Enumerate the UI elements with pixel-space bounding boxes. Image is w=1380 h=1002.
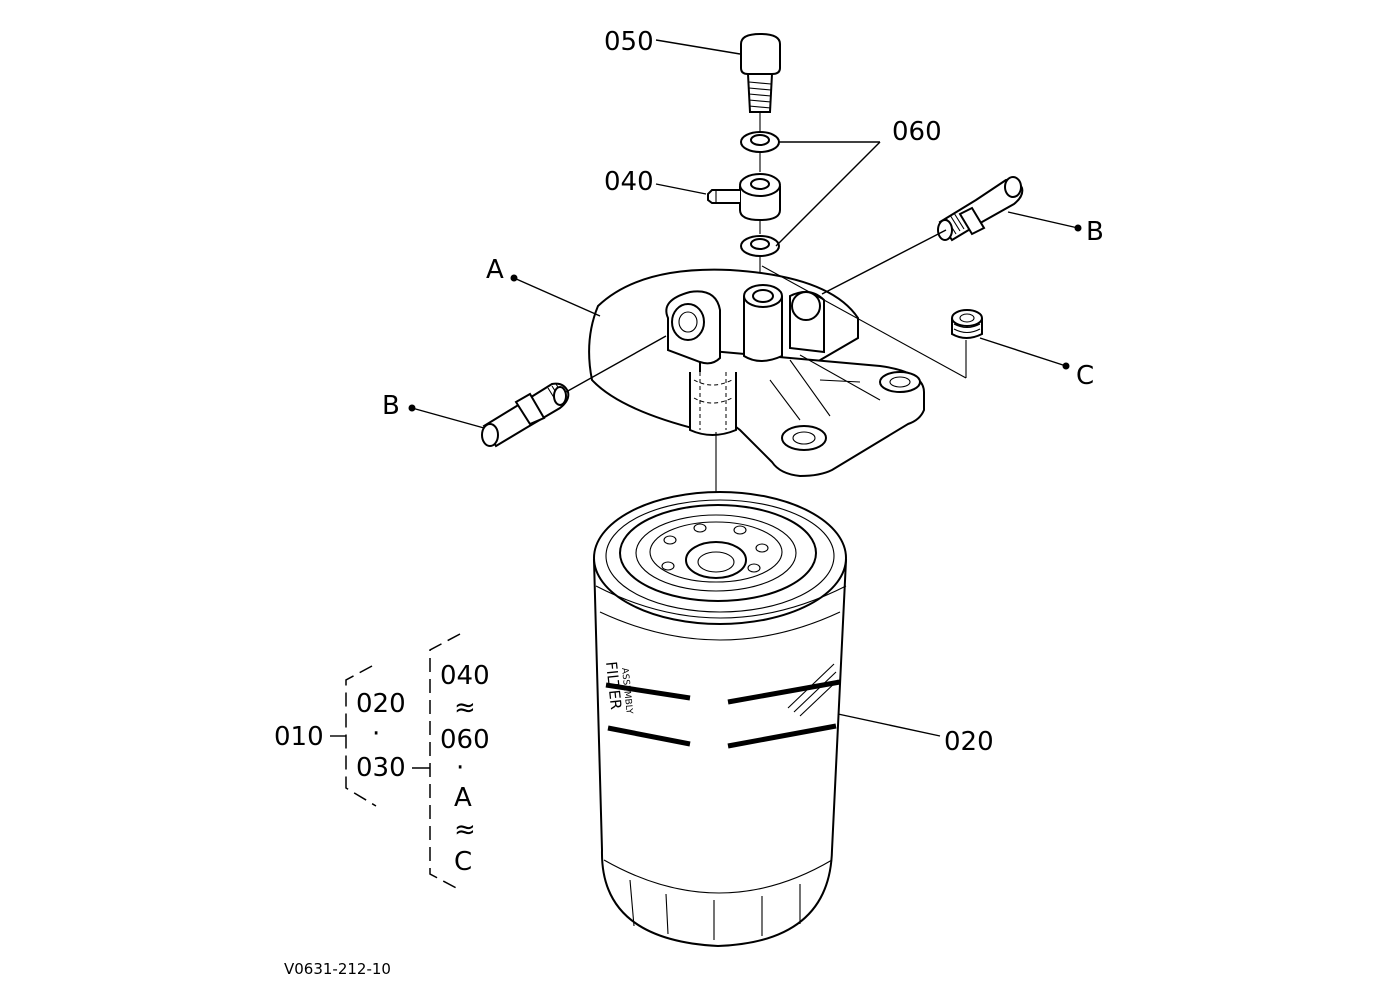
label-020: 020 bbox=[944, 727, 994, 757]
label-060: 060 bbox=[892, 117, 942, 147]
hose-nipple-b-right bbox=[937, 176, 1024, 242]
bolt-050 bbox=[740, 32, 781, 132]
label-b-right: B bbox=[1086, 217, 1104, 247]
kit-g1-2: 030 bbox=[356, 753, 406, 783]
label-a: A bbox=[486, 255, 504, 285]
kit-g2-5: ≈ bbox=[454, 815, 476, 845]
kit-g2-3: · bbox=[456, 753, 464, 783]
filter-cartridge-020: FILTER ASSEMBLY bbox=[592, 491, 848, 948]
banjo-fitting-040 bbox=[707, 173, 781, 222]
kit-grouping: 010 020 · 030 040 ≈ 060 · A ≈ C bbox=[274, 633, 490, 891]
plug-c bbox=[951, 309, 983, 339]
filter-print-line1: FILTER bbox=[602, 661, 625, 711]
kit-g2-4: A bbox=[454, 783, 472, 813]
kit-g1-0: 020 bbox=[356, 689, 406, 719]
washer-060-bottom bbox=[740, 235, 780, 257]
label-c: C bbox=[1076, 361, 1094, 391]
callouts: 050 060 040 A B B C 020 bbox=[382, 27, 1104, 757]
reference-code: V0631-212-10 bbox=[284, 960, 391, 978]
kit-g2-1: ≈ bbox=[454, 693, 476, 723]
kit-g2-6: C bbox=[454, 847, 472, 877]
filter-head-bracket bbox=[588, 268, 925, 478]
kit-g2-0: 040 bbox=[440, 661, 490, 691]
label-050: 050 bbox=[604, 27, 654, 57]
filter-print-line2: ASSEMBLY bbox=[619, 667, 634, 715]
kit-main: 010 bbox=[274, 722, 324, 752]
label-040: 040 bbox=[604, 167, 654, 197]
washer-060-top bbox=[740, 131, 780, 153]
label-b-left: B bbox=[382, 391, 400, 421]
hose-nipple-b-left bbox=[481, 382, 570, 448]
kit-g2-2: 060 bbox=[440, 725, 490, 755]
kit-g1-1: · bbox=[372, 719, 380, 749]
